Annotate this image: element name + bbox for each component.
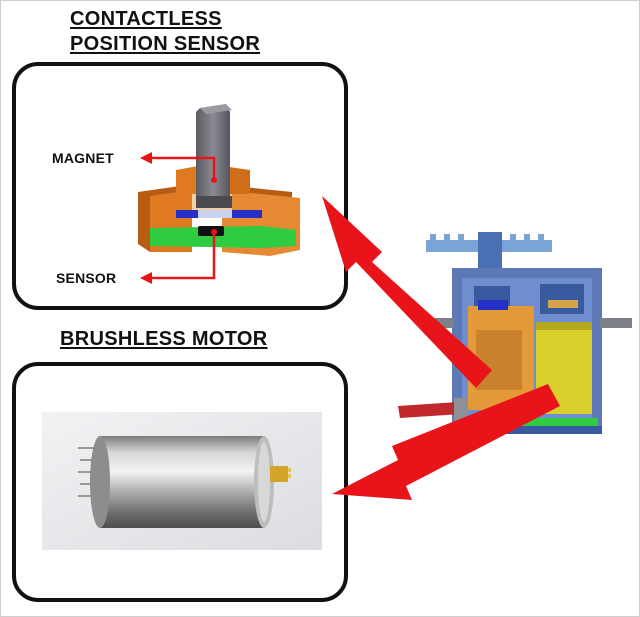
sensor-title-line2: POSITION SENSOR: [70, 33, 261, 55]
sensor-cross-section: [138, 104, 300, 284]
motor-photo: [42, 412, 322, 550]
sensor-title-line1: CONTACTLESS: [70, 8, 222, 30]
arrow-to-sensor: [322, 196, 492, 388]
sensor-label: SENSOR: [56, 270, 117, 286]
pcb: [150, 226, 296, 248]
magnet-block: [176, 210, 198, 218]
arrow-to-motor: [332, 384, 560, 500]
motor-title: BRUSHLESS MOTOR: [60, 328, 268, 350]
magnet-label: MAGNET: [52, 150, 114, 166]
shaft: [196, 104, 230, 196]
sensor-chip: [198, 226, 224, 236]
